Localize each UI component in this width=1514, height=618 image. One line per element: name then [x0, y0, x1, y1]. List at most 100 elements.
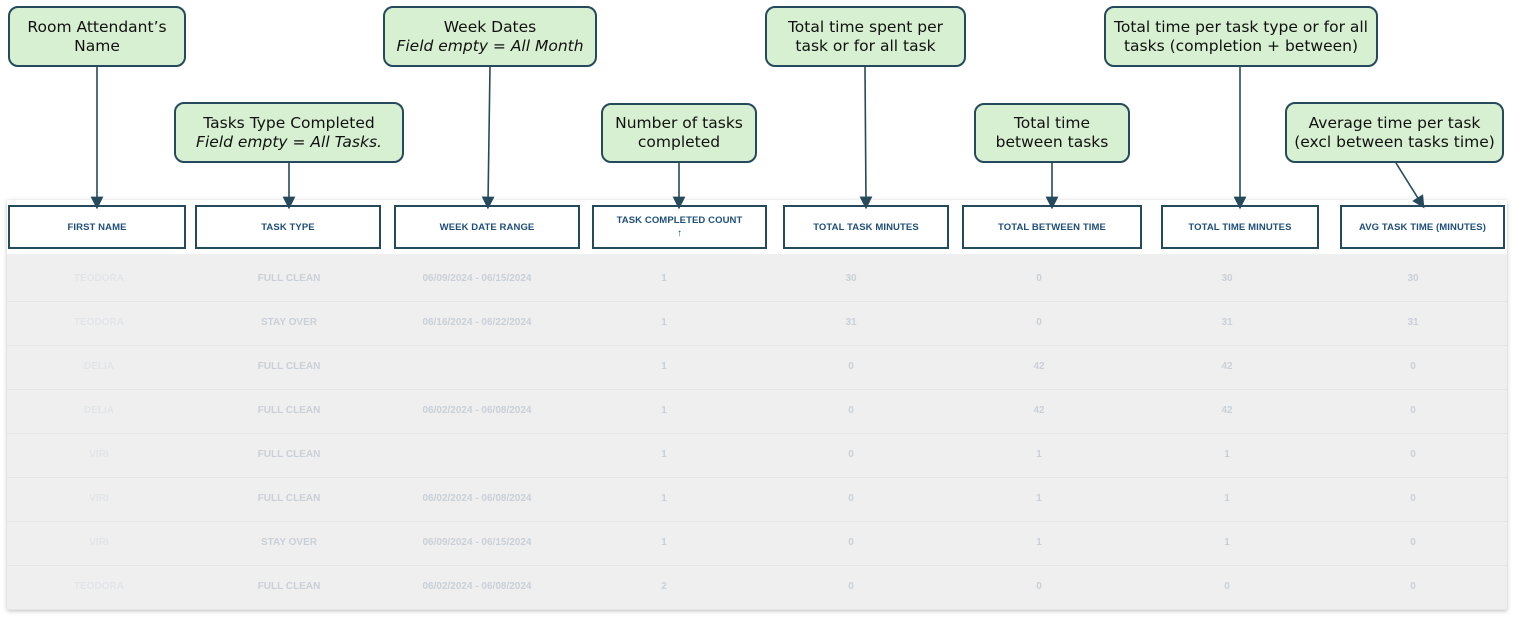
cell-week-date-range — [387, 433, 567, 477]
callout-subtitle: Field empty = All Tasks. — [196, 132, 382, 151]
cell-week-date-range: 06/09/2024 - 06/15/2024 — [422, 273, 532, 284]
cell-total-between-time: 1 — [1036, 449, 1042, 460]
cell-total-time-minutes: 31 — [1221, 317, 1233, 328]
column-header-task-completed-count[interactable]: TASK COMPLETED COUNT ↑ — [592, 205, 767, 249]
callout-title: Total time spent per task or for all tas… — [787, 17, 944, 55]
cell-first-name: TEODORA — [74, 581, 124, 592]
cell-week-date-range — [387, 345, 567, 389]
cell-task-type: STAY OVER — [261, 537, 317, 548]
column-header-label: FIRST NAME — [67, 221, 127, 233]
callout-title: Average time per task (excl between task… — [1294, 113, 1495, 151]
report-table: FIRST NAME TASK TYPE WEEK DATE RANGE TAS… — [7, 200, 1507, 610]
cell-task-completed-count: 1 — [661, 405, 667, 416]
cell-first-name: TEODORA — [74, 317, 124, 328]
arrow-task-minutes — [859, 66, 873, 210]
arrow-week-dates — [481, 66, 495, 210]
cell-first-name: DELIA — [84, 361, 114, 372]
cell-total-time-minutes: 0 — [1224, 581, 1230, 592]
cell-total-time-minutes: 1 — [1224, 493, 1230, 504]
cell-total-task-minutes: 0 — [848, 361, 854, 372]
column-header-week-date-range[interactable]: WEEK DATE RANGE — [394, 205, 580, 249]
cell-task-type: FULL CLEAN — [257, 273, 321, 284]
cell-first-name: TEODORA — [74, 273, 124, 284]
cell-total-task-minutes: 0 — [848, 449, 854, 460]
cell-task-type: FULL CLEAN — [257, 449, 321, 460]
cell-avg-task-time: 30 — [1407, 273, 1419, 284]
callout-title: Week Dates — [443, 17, 537, 36]
table-row[interactable]: VIRI FULL CLEAN 1 0 1 1 0 — [7, 433, 1507, 478]
cell-total-task-minutes: 0 — [848, 537, 854, 548]
cell-first-name: VIRI — [89, 493, 109, 504]
cell-total-time-minutes: 1 — [1224, 537, 1230, 548]
column-header-label: AVG TASK TIME (MINUTES) — [1358, 221, 1487, 233]
column-header-label: TOTAL TASK MINUTES — [813, 221, 919, 233]
cell-week-date-range: 06/09/2024 - 06/15/2024 — [422, 537, 532, 548]
cell-total-between-time: 0 — [1036, 273, 1042, 284]
cell-task-completed-count: 1 — [661, 317, 667, 328]
cell-task-completed-count: 1 — [661, 537, 667, 548]
cell-total-between-time: 42 — [1033, 405, 1045, 416]
cell-total-between-time: 0 — [1036, 581, 1042, 592]
cell-total-task-minutes: 0 — [848, 405, 854, 416]
table-row[interactable]: TEODORA STAY OVER 06/16/2024 - 06/22/2024 1… — [7, 301, 1507, 346]
cell-week-date-range: 06/16/2024 - 06/22/2024 — [422, 317, 532, 328]
callout-task-count: Number of tasks completed — [601, 103, 757, 163]
cell-week-date-range: 06/02/2024 - 06/08/2024 — [422, 493, 532, 504]
column-header-label: TOTAL TIME MINUTES — [1188, 221, 1292, 233]
column-header-total-task-minutes[interactable]: TOTAL TASK MINUTES — [783, 205, 949, 249]
cell-avg-task-time: 0 — [1410, 361, 1416, 372]
cell-task-completed-count: 1 — [661, 361, 667, 372]
cell-total-time-minutes: 30 — [1221, 273, 1233, 284]
cell-total-between-time: 0 — [1036, 317, 1042, 328]
column-header-total-time-minutes[interactable]: TOTAL TIME MINUTES — [1161, 205, 1319, 249]
callout-total-time: Total time per task type or for all task… — [1104, 6, 1378, 67]
cell-week-date-range: 06/02/2024 - 06/08/2024 — [422, 405, 532, 416]
callout-first-name: Room Attendant’s Name — [8, 6, 186, 67]
column-header-task-type[interactable]: TASK TYPE — [195, 205, 381, 249]
cell-total-between-time: 1 — [1036, 537, 1042, 548]
cell-avg-task-time: 0 — [1410, 493, 1416, 504]
callout-week-dates: Week Dates Field empty = All Month — [383, 6, 597, 67]
callout-task-type: Tasks Type Completed Field empty = All T… — [174, 102, 404, 163]
callout-between-time: Total time between tasks — [974, 103, 1130, 163]
callout-title: Tasks Type Completed — [203, 113, 375, 132]
cell-total-task-minutes: 30 — [845, 273, 857, 284]
cell-total-time-minutes: 42 — [1221, 405, 1233, 416]
arrow-avg-time — [1395, 162, 1425, 209]
cell-task-type: STAY OVER — [261, 317, 317, 328]
cell-avg-task-time: 0 — [1410, 581, 1416, 592]
cell-total-time-minutes: 1 — [1224, 449, 1230, 460]
column-header-total-between-time[interactable]: TOTAL BETWEEN TIME — [962, 205, 1142, 249]
column-header-label: TOTAL BETWEEN TIME — [998, 221, 1106, 233]
cell-task-completed-count: 1 — [661, 449, 667, 460]
cell-first-name: VIRI — [89, 449, 109, 460]
callout-subtitle: Field empty = All Month — [396, 36, 584, 55]
cell-avg-task-time: 0 — [1410, 537, 1416, 548]
table-row[interactable]: TEODORA FULL CLEAN 06/09/2024 - 06/15/2024… — [7, 257, 1507, 302]
cell-task-completed-count: 1 — [661, 273, 667, 284]
cell-total-between-time: 42 — [1033, 361, 1045, 372]
cell-total-task-minutes: 0 — [848, 581, 854, 592]
sort-ascending-icon[interactable]: ↑ — [676, 228, 683, 239]
column-header-avg-task-time[interactable]: AVG TASK TIME (MINUTES) — [1340, 205, 1505, 249]
column-header-label: WEEK DATE RANGE — [439, 221, 535, 233]
column-header-label: TASK COMPLETED COUNT — [616, 215, 743, 226]
callout-avg-time: Average time per task (excl between task… — [1285, 102, 1504, 163]
callout-title: Total time between tasks — [995, 114, 1109, 151]
column-header-label: TASK TYPE — [261, 221, 315, 233]
cell-avg-task-time: 31 — [1407, 317, 1419, 328]
cell-task-completed-count: 1 — [661, 493, 667, 504]
callout-task-minutes: Total time spent per task or for all tas… — [765, 6, 966, 67]
column-header-first-name[interactable]: FIRST NAME — [8, 205, 186, 249]
callout-title: Number of tasks completed — [615, 114, 743, 151]
cell-total-task-minutes: 0 — [848, 493, 854, 504]
cell-avg-task-time: 0 — [1410, 449, 1416, 460]
cell-task-type: FULL CLEAN — [257, 581, 321, 592]
cell-avg-task-time: 0 — [1410, 405, 1416, 416]
cell-total-task-minutes: 31 — [845, 317, 857, 328]
